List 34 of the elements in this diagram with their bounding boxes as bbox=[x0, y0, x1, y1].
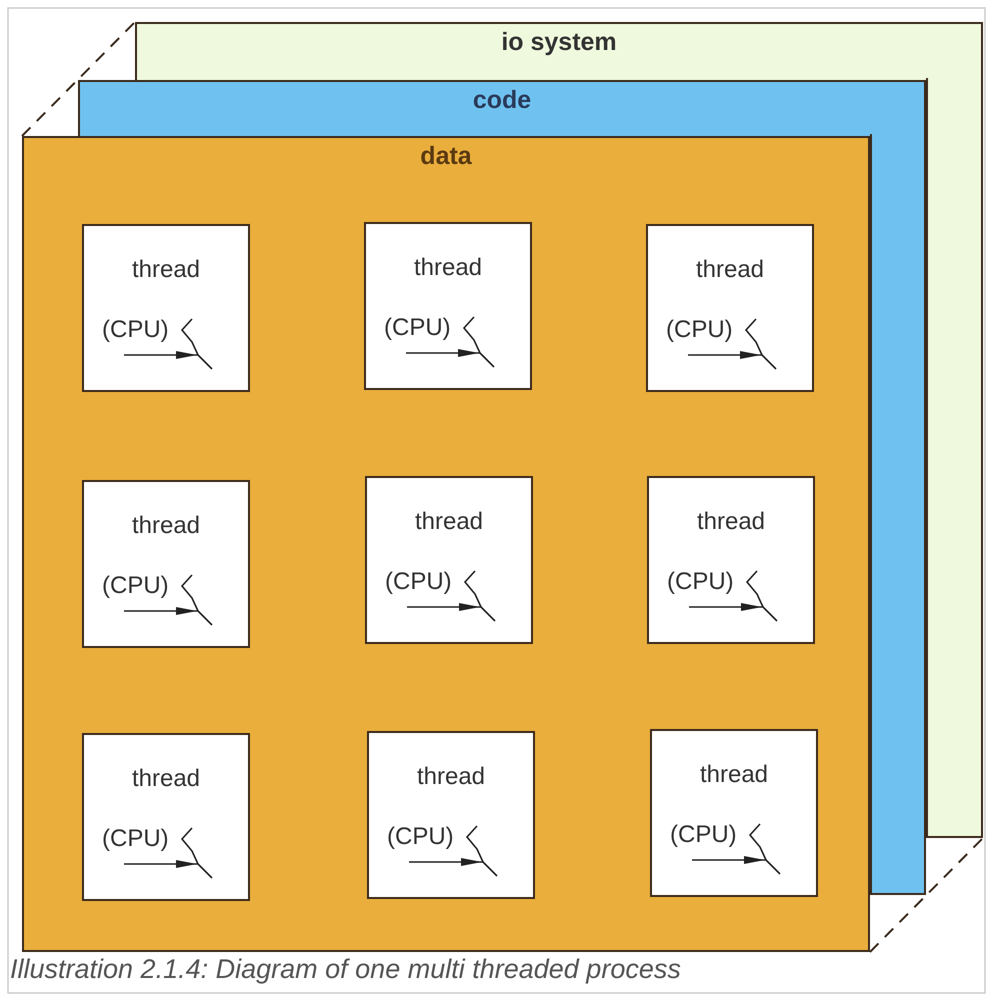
thread-label: thread bbox=[412, 254, 484, 282]
thread-box bbox=[365, 476, 533, 644]
layer-title: data bbox=[419, 142, 473, 171]
thread-label: thread bbox=[130, 765, 202, 793]
thread-box bbox=[650, 729, 818, 897]
cpu-label: (CPU) bbox=[384, 314, 451, 342]
thread-box bbox=[646, 224, 814, 392]
layer-panel bbox=[135, 22, 983, 80]
cpu-label: (CPU) bbox=[102, 572, 169, 600]
thread-label: thread bbox=[130, 256, 202, 284]
thread-box bbox=[367, 731, 535, 899]
thread-label: thread bbox=[694, 256, 766, 284]
cpu-label: (CPU) bbox=[102, 316, 169, 344]
cpu-label: (CPU) bbox=[385, 568, 452, 596]
layer-panel bbox=[22, 136, 870, 952]
thread-box bbox=[364, 222, 532, 390]
cpu-label: (CPU) bbox=[670, 821, 737, 849]
layer-title: code bbox=[472, 86, 532, 115]
thread-label: thread bbox=[698, 761, 770, 789]
caption: Illustration 2.1.4: Diagram of one multi threaded process bbox=[10, 954, 681, 985]
cpu-label: (CPU) bbox=[666, 316, 733, 344]
thread-label: thread bbox=[414, 508, 484, 536]
cpu-label: (CPU) bbox=[667, 568, 734, 596]
cpu-label: (CPU) bbox=[102, 825, 169, 853]
thread-box bbox=[82, 224, 250, 392]
thread-label: thread bbox=[130, 512, 202, 540]
thread-box bbox=[82, 733, 250, 901]
thread-label: thread bbox=[696, 508, 766, 536]
layer-title: io system bbox=[500, 28, 618, 57]
layer-panel bbox=[78, 80, 926, 136]
thread-label: thread bbox=[416, 763, 486, 791]
cpu-label: (CPU) bbox=[387, 823, 454, 851]
thread-box bbox=[647, 476, 815, 644]
thread-box bbox=[82, 480, 250, 648]
